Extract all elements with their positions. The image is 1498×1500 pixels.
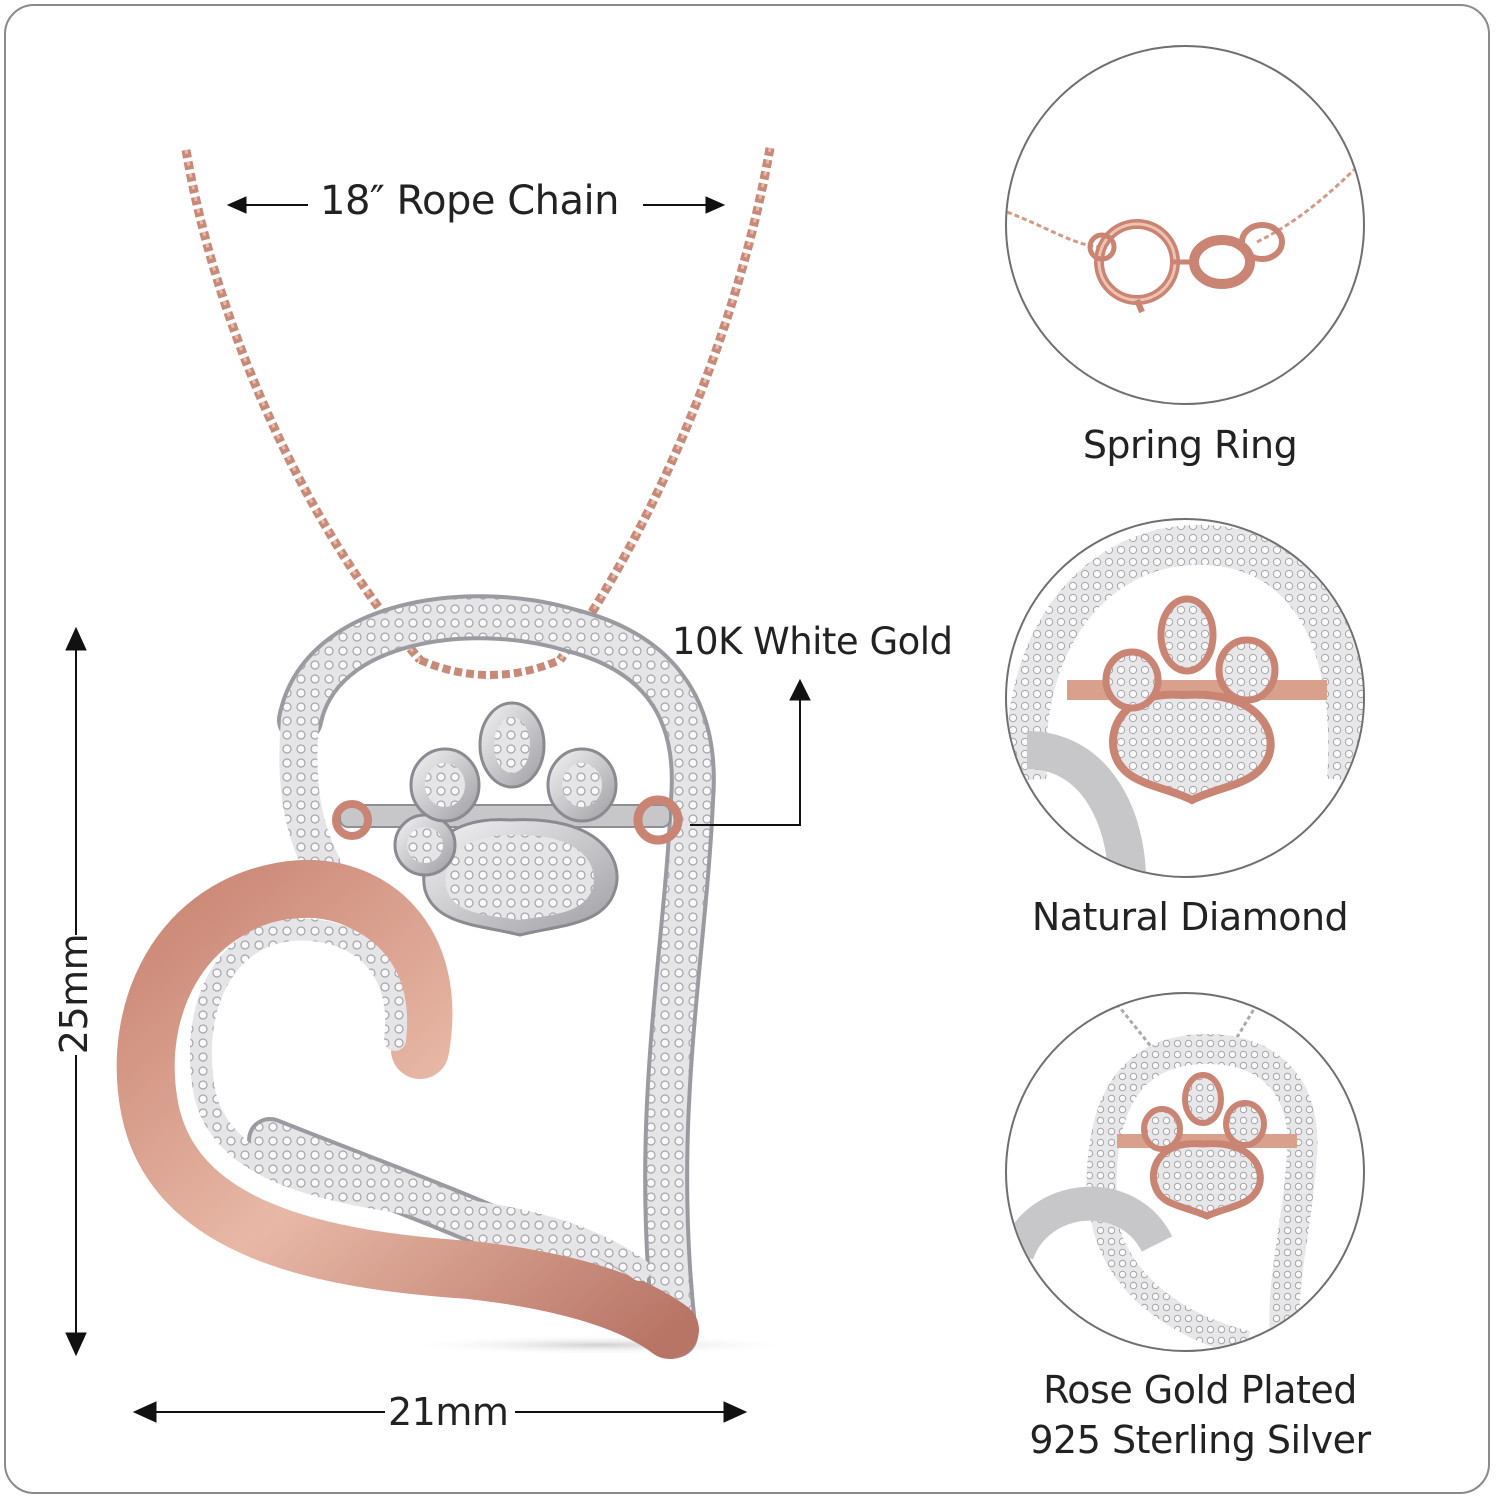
height-arrow bbox=[65, 626, 87, 1357]
chain-length-arrow bbox=[226, 196, 726, 214]
spring-ring-detail bbox=[1005, 45, 1365, 405]
clasp-image bbox=[1007, 158, 1363, 314]
material-pointer bbox=[690, 678, 811, 826]
rose-gold-detail bbox=[1005, 992, 1365, 1352]
spring-ring-caption: Spring Ring bbox=[1082, 423, 1298, 467]
natural-diamond-caption: Natural Diamond bbox=[1031, 895, 1349, 939]
rose-gold-caption-line1: Rose Gold Plated bbox=[1043, 1368, 1357, 1412]
paw-charm bbox=[393, 701, 619, 937]
rose-gold-caption: Rose Gold Plated 925 Sterling Silver bbox=[1000, 1365, 1400, 1465]
heart-pendant bbox=[116, 594, 716, 1359]
rose-gold-caption-line2: 925 Sterling Silver bbox=[1029, 1418, 1371, 1462]
natural-diamond-detail bbox=[1005, 518, 1365, 878]
width-arrow bbox=[132, 1401, 748, 1423]
material-label: 10K White Gold bbox=[672, 620, 953, 663]
paw-detail-image bbox=[1007, 524, 1363, 876]
pendant-detail-image bbox=[1007, 1003, 1318, 1350]
chain-label: 18″ Rope Chain bbox=[320, 178, 620, 224]
width-label: 21mm bbox=[388, 1390, 509, 1434]
height-label: 25mm bbox=[52, 933, 96, 1055]
rope-chain bbox=[181, 147, 775, 679]
